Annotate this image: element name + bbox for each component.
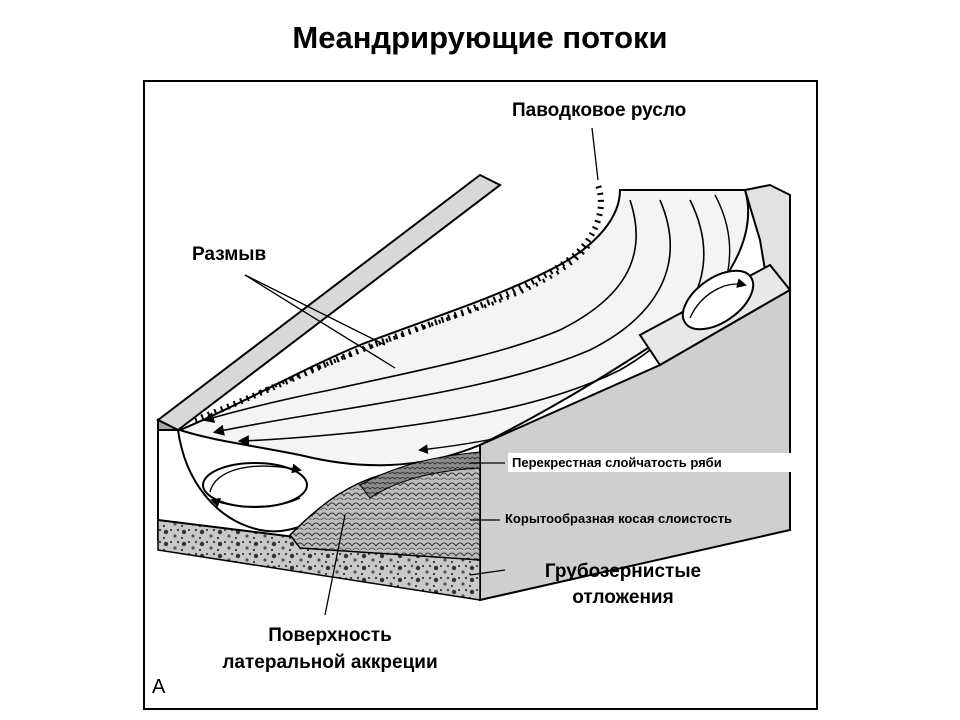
front-cross-section	[157, 288, 791, 602]
label-trough-cross-bedding: Корытообразная косая слоистость	[505, 511, 733, 526]
label-flood-channel: Паводковое русло	[512, 100, 687, 121]
label-lateral-line2: латеральной аккреции	[222, 652, 438, 673]
label-lateral-accretion: Поверхность латеральной аккреции	[180, 622, 480, 676]
corner-letter: А	[152, 676, 166, 698]
label-coarse-line2: отложения	[572, 587, 674, 608]
label-lateral-line1: Поверхность	[268, 625, 392, 646]
label-coarse-line1: Грубозернистые	[544, 561, 702, 582]
label-erosion: Размыв	[192, 244, 267, 265]
label-coarse-deposits: Грубозернистые отложения	[518, 559, 728, 611]
leader-lines	[244, 127, 599, 616]
label-ripple-cross-lamination: Перекрестная слойчатость ряби	[508, 453, 816, 472]
right-bank-block	[638, 183, 792, 367]
slide-title: Меандрирующие потоки	[292, 20, 668, 55]
